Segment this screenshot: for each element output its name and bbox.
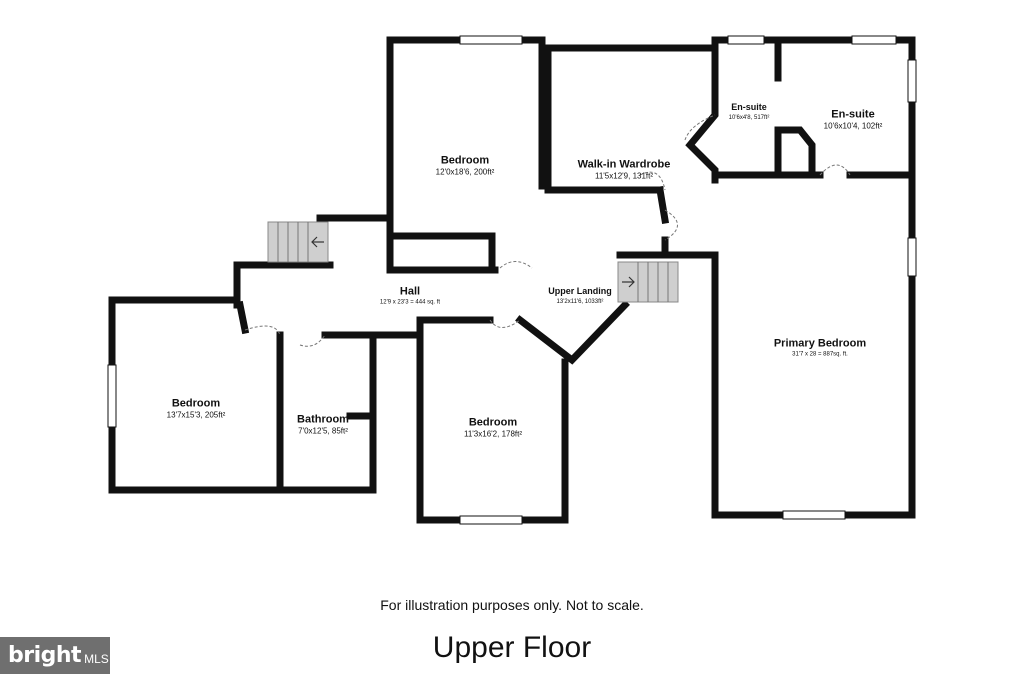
wall-ensuite: [685, 36, 916, 179]
room-dims: 13'7x15'3, 205ft²: [166, 410, 226, 420]
window: [459, 35, 523, 45]
door-swing: [639, 171, 666, 191]
room-label-walk-in-wardrobe: Walk-in Wardrobe 11'5x12'9, 131ft²: [578, 159, 671, 182]
window: [782, 510, 846, 520]
door-swing: [664, 209, 678, 241]
room-dims: 7'0x12'5, 85ft²: [298, 426, 348, 436]
room-name: Primary Bedroom: [773, 337, 867, 350]
window: [727, 35, 765, 45]
wall-bedroom-left: [108, 296, 284, 494]
room-dims: 10'6x4'8, 517ft²: [728, 114, 770, 121]
door-swing: [684, 114, 716, 141]
room-label-ensuite-small: En-suite 10'6x4'8, 517ft²: [728, 101, 770, 121]
window: [851, 35, 897, 45]
door-swing: [489, 319, 521, 328]
door-swing: [499, 261, 533, 269]
wall-bedroom-top: [386, 36, 546, 274]
window: [107, 364, 117, 428]
disclaimer-text: For illustration purposes only. Not to s…: [380, 597, 644, 613]
room-name: Bedroom: [171, 397, 221, 410]
room-name: En-suite: [831, 108, 875, 121]
room-dims: 11'5x12'9, 131ft²: [594, 171, 654, 181]
room-dims: 12'9 x 23'3 = 444 sq. ft: [379, 299, 441, 306]
door-swing: [244, 325, 281, 336]
room-dims: 31'7 x 28 = 887sq. ft.: [792, 351, 848, 358]
room-name: Bedroom: [440, 154, 490, 167]
floor-title: Upper Floor: [432, 631, 592, 664]
wall-bedroom-middle: [416, 300, 630, 524]
room-label-bedroom-left: Bedroom 13'7x15'3, 205ft²: [167, 398, 226, 421]
walls: [108, 36, 916, 524]
wall-bedroom-top-closet: [391, 232, 496, 272]
windows: [107, 35, 917, 525]
room-label-upper-landing: Upper Landing 13'2x11'6, 1033ft²: [548, 285, 612, 305]
window: [459, 515, 523, 525]
stairs-right: [617, 261, 679, 303]
room-dims: 13'2x11'6, 1033ft²: [556, 298, 604, 305]
logo-mls: MLS: [84, 651, 109, 666]
wall-wardrobe: [544, 44, 719, 225]
room-label-bedroom-middle: Bedroom 11'3x16'2, 178ft²: [464, 417, 522, 440]
door-swing: [819, 164, 851, 176]
doors: [244, 114, 851, 347]
room-name: Upper Landing: [548, 285, 612, 296]
arrow-left-icon: [311, 236, 324, 248]
window: [907, 237, 917, 277]
stairs-left: [267, 221, 329, 263]
bright-mls-logo: bright MLS: [0, 637, 110, 674]
room-dims: 12'0x18'6, 200ft²: [435, 167, 495, 177]
wall-bathroom: [276, 331, 422, 494]
room-name: En-suite: [731, 101, 767, 112]
door-swing: [299, 334, 326, 347]
wall-primary-bedroom: [661, 171, 916, 519]
room-label-bedroom-top: Bedroom 12'0x18'6, 200ft²: [436, 155, 495, 178]
room-name: Walk-in Wardrobe: [577, 158, 671, 171]
window: [907, 59, 917, 103]
wall-ensuite-divider: [774, 40, 816, 176]
room-label-primary-bedroom: Primary Bedroom 31'7 x 28 = 887sq. ft.: [774, 338, 866, 359]
room-label-hall: Hall 12'9 x 23'3 = 444 sq. ft: [380, 286, 440, 307]
logo-brand: bright: [8, 643, 82, 668]
room-name: Bedroom: [468, 416, 518, 429]
room-name: Hall: [399, 285, 421, 298]
room-name: Bathroom: [297, 413, 349, 426]
arrow-right-icon: [622, 276, 635, 288]
room-label-ensuite-large: En-suite 10'6x10'4, 102ft²: [824, 109, 883, 132]
room-dims: 10'6x10'4, 102ft²: [823, 121, 883, 131]
room-dims: 11'3x16'2, 178ft²: [463, 429, 523, 439]
room-label-bathroom: Bathroom 7'0x12'5, 85ft²: [297, 414, 349, 437]
